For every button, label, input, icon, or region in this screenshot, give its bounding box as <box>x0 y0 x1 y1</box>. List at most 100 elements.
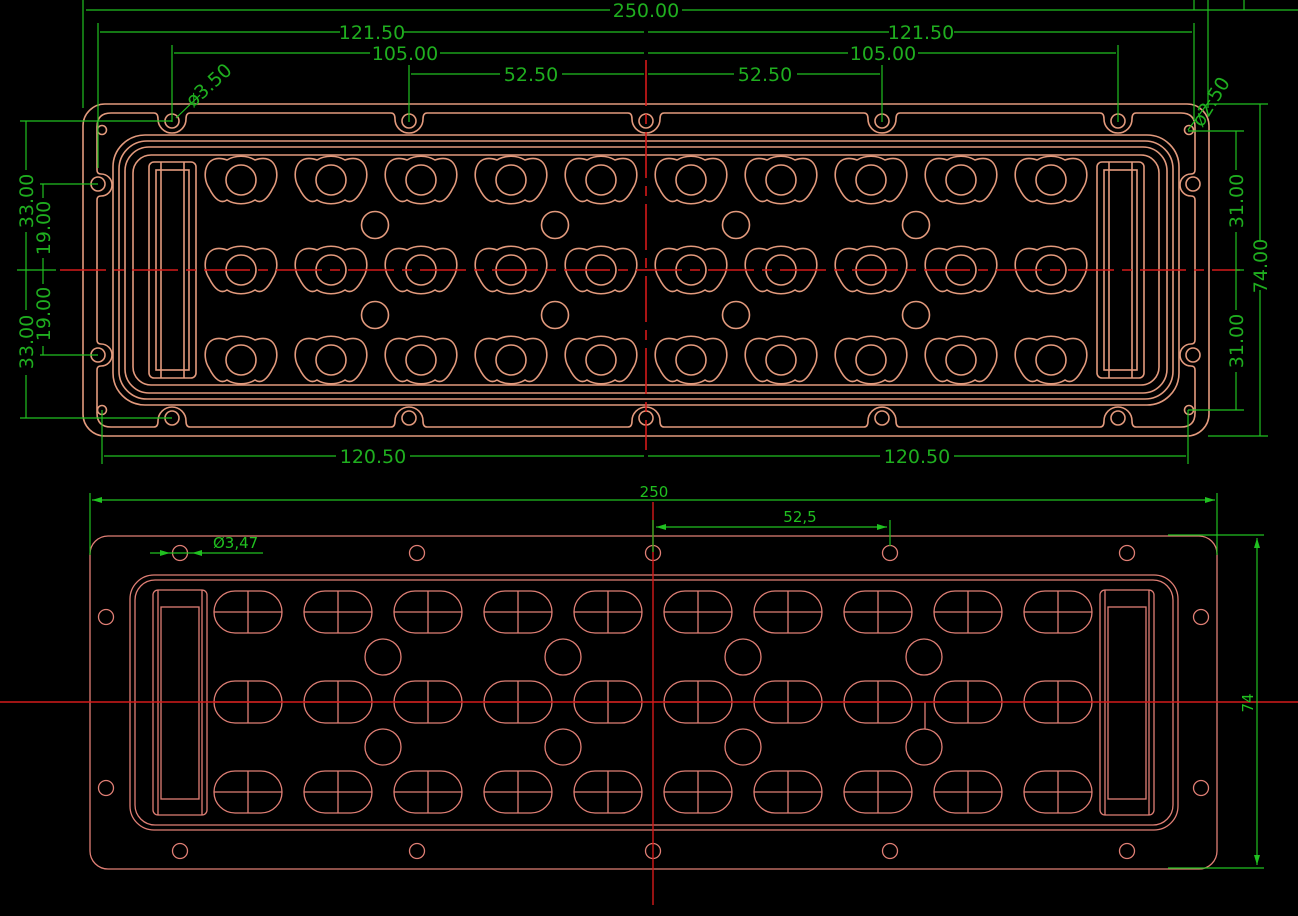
lens-outline <box>654 155 728 205</box>
lens-center-ring <box>585 164 617 196</box>
lens-outline <box>1014 335 1088 385</box>
lens-outline <box>294 245 368 295</box>
small-hole <box>724 728 762 766</box>
top-lens-array <box>204 155 1088 385</box>
lens-center-ring <box>1035 344 1067 376</box>
lens-outline <box>564 245 638 295</box>
small-hole <box>360 300 390 330</box>
top-inner-flange <box>96 112 1196 428</box>
lens-outline <box>834 155 908 205</box>
lens-center-ring <box>225 344 257 376</box>
mount-hole <box>408 544 426 562</box>
lens-outline <box>924 335 998 385</box>
dim-overall-length: 250.00 <box>613 0 679 22</box>
side-mount-hole <box>97 779 115 797</box>
lens-outline <box>474 335 548 385</box>
small-hole <box>364 728 402 766</box>
dim-right-lower: 31.00 <box>1226 314 1248 368</box>
top-small-holes <box>360 210 931 330</box>
lens-center-ring <box>225 164 257 196</box>
lens-outline <box>1014 245 1088 295</box>
mount-hole <box>1118 544 1136 562</box>
side-mount-hole <box>1185 176 1201 192</box>
mount-hole <box>1118 842 1136 860</box>
lens-center-ring <box>1035 164 1067 196</box>
dim-right-upper: 31.00 <box>1226 174 1248 228</box>
end-slot-inner <box>1107 606 1147 800</box>
small-hole <box>540 300 570 330</box>
lens-outline <box>1014 155 1088 205</box>
lens-center-ring <box>945 164 977 196</box>
dim-bottom-span-right: 120.50 <box>884 446 950 468</box>
dim-bottom-overall-length: 250 <box>640 483 669 501</box>
dim-hole-span-left: 105.00 <box>372 43 438 65</box>
dim-hole-pitch-left: 52.50 <box>504 64 558 86</box>
bottom-dimensions <box>89 493 1264 869</box>
lens-outline <box>744 335 818 385</box>
lens-outline <box>384 335 458 385</box>
small-hole <box>540 210 570 240</box>
mount-hole <box>171 842 189 860</box>
lens-outline <box>384 245 458 295</box>
lens-outline <box>204 245 278 295</box>
dim-bottom-hole-pitch: 52,5 <box>783 508 816 526</box>
mount-hole <box>401 410 417 426</box>
dim-overall-width: 74.00 <box>1250 239 1272 293</box>
lens-center-ring <box>855 344 887 376</box>
lens-outline <box>924 155 998 205</box>
corner-hole <box>96 124 108 136</box>
lens-outline <box>654 245 728 295</box>
small-hole <box>721 300 751 330</box>
lens-outline <box>744 245 818 295</box>
small-hole <box>360 210 390 240</box>
mount-hole <box>881 544 899 562</box>
lens-center-ring <box>405 164 437 196</box>
lens-outline <box>474 245 548 295</box>
small-hole <box>544 728 582 766</box>
dim-left-upper-outer: 33.00 <box>16 174 38 228</box>
dim-bottom-hole-diameter: Ø3,47 <box>213 534 258 552</box>
lens-outline <box>474 155 548 205</box>
dim-left-lower-inner: 19.00 <box>33 287 55 341</box>
dim-corner-hole-diameter: ø2.50 <box>1188 73 1235 130</box>
lens-center-ring <box>675 344 707 376</box>
lens-center-ring <box>405 344 437 376</box>
lens-outline <box>204 335 278 385</box>
dim-half-span-right: 121.50 <box>888 22 954 44</box>
corner-hole <box>1183 124 1195 136</box>
mount-hole <box>1110 410 1126 426</box>
side-mount-hole <box>1192 779 1210 797</box>
lens-center-ring <box>315 164 347 196</box>
dim-left-upper-inner: 19.00 <box>33 201 55 255</box>
small-hole <box>544 638 582 676</box>
small-hole <box>901 210 931 240</box>
lens-center-ring <box>855 164 887 196</box>
end-slot-inner <box>160 606 200 800</box>
lens-center-ring <box>765 164 797 196</box>
lens-outline <box>834 335 908 385</box>
small-hole <box>901 300 931 330</box>
dim-bottom-span-left: 120.50 <box>340 446 406 468</box>
lens-center-ring <box>495 164 527 196</box>
lens-center-ring <box>585 344 617 376</box>
top-dimensions <box>17 0 1298 464</box>
side-mount-hole <box>1185 347 1201 363</box>
lens-outline <box>294 335 368 385</box>
dim-hole-span-right: 105.00 <box>850 43 916 65</box>
small-hole <box>905 728 943 766</box>
mount-hole <box>881 842 899 860</box>
side-mount-hole <box>1192 608 1210 626</box>
dim-left-lower-outer: 33.00 <box>16 315 38 369</box>
small-hole <box>905 638 943 676</box>
lens-outline <box>564 155 638 205</box>
lens-center-ring <box>495 344 527 376</box>
lens-outline <box>564 335 638 385</box>
lens-outline <box>834 245 908 295</box>
lens-outline <box>204 155 278 205</box>
lens-outline <box>294 155 368 205</box>
lens-outline <box>384 155 458 205</box>
lens-outline <box>654 335 728 385</box>
mount-hole <box>874 410 890 426</box>
lens-center-ring <box>765 344 797 376</box>
